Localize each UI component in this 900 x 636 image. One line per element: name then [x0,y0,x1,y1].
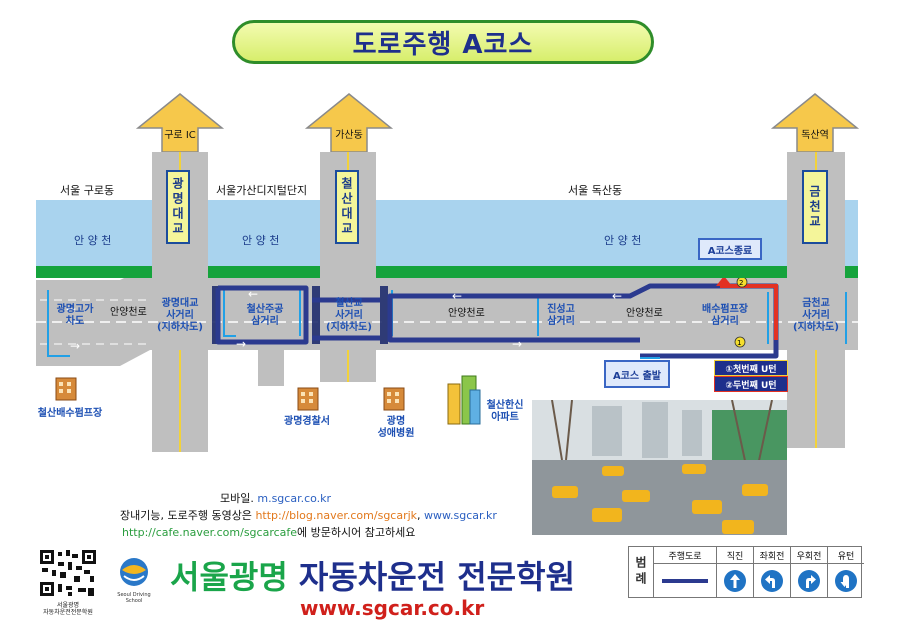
page-title: 도로주행 A코스 [352,29,534,60]
gasan-label: 가산동 [335,130,363,141]
school-url-link[interactable]: www.sgcar.co.kr [300,596,485,620]
left-turn-icon [754,564,791,597]
course-start-label: A코스 출발 [604,360,670,388]
driving-course-photo [532,400,787,535]
apartment-icon [447,375,481,425]
police-station-label: 광명경찰서 [284,416,330,427]
blog-url-link[interactable]: http://blog.naver.com/sgcarjk [255,509,418,522]
bridge-label-geumcheon: 금천교 [802,170,828,244]
guro-ic-label: 구로 IC [164,130,196,141]
route-line-icon [654,564,717,597]
svg-text:→: → [512,337,522,351]
area-gasan-digital: 서울가산디지털단지 [216,184,308,197]
road-label-1: 안양천로 [110,307,147,318]
legend-header-left: 좌회전 [754,547,791,563]
pump-station-label: 철산배수펌프장 [37,408,103,419]
cheolsan-intersection-label: 철산교 사거리 (지하차도) [326,298,372,333]
u-turn-icon [828,564,864,597]
baesu-3way-label: 배수펌프장 삼거리 [702,304,748,327]
overpass-label: 광명고가 차도 [56,304,94,327]
first-uturn-label: ①첫번째 U턴 [714,360,788,376]
svg-text:→: → [70,339,80,353]
page-title-box: 도로주행 A코스 [232,20,654,64]
building-icon [383,387,405,411]
route-line [215,283,779,359]
road-label-3: 안양천로 [626,308,663,319]
area-guro: 서울 구로동 [60,184,115,197]
bridge-label-gwangmyeong: 광명대교 [166,170,190,244]
cafe-suffix: 에 방문하시어 참고하세요 [297,526,416,539]
hospital-label: 광명 성애병원 [377,416,415,439]
svg-text:←: ← [248,287,258,301]
road-label-2: 안양천로 [448,308,485,319]
svg-text:1: 1 [737,339,741,347]
legend-header-straight: 직진 [717,547,754,563]
second-uturn-label: ②두번째 U턴 [714,376,788,392]
legend-table: 범례 주행도로 직진 좌회전 우회전 유턴 [628,546,864,598]
mobile-line: 모바일. m.sgcar.co.kr [220,490,331,506]
building-icon [55,377,77,401]
mobile-label: 모바일. [220,492,254,505]
legend-title: 범례 [629,547,654,597]
jinseong-3way-label: 진성고 삼거리 [547,304,575,327]
site-url-link[interactable]: www.sgcar.kr [424,509,497,522]
stream-label-3: 안 양 천 [604,234,642,247]
qr-caption: 서울광명 자동차운전전문학원 [43,602,93,616]
school-logo-icon [120,558,148,586]
doksan-label: 독산역 [801,130,829,141]
svg-text:2: 2 [739,279,743,287]
logo-caption: Seoul Driving School [117,592,151,604]
svg-text:←: ← [66,302,76,316]
stream-label-1: 안 양 천 [74,234,112,247]
svg-text:←: ← [452,289,462,303]
svg-text:→: → [236,337,246,351]
gwangmyeong-intersection-label: 광명대교 사거리 (지하차도) [157,298,203,333]
cheolsan-3way-label: 철산주공 삼거리 [246,304,284,327]
building-icon [297,387,319,411]
qr-code[interactable]: 서울광명 자동차운전전문학원 [38,548,98,616]
school-name-part1: 서울광명 [170,558,288,596]
arrow-up-icon [770,93,860,153]
url-separator: , [417,509,421,522]
guide-prefix: 장내기능, 도로주행 동영상은 [120,509,252,522]
legend-header-right: 우회전 [791,547,828,563]
right-turn-icon [791,564,828,597]
legend-header-route: 주행도로 [654,547,717,563]
svg-text:←: ← [612,289,622,303]
arrow-up-icon [135,93,225,153]
cafe-url-link[interactable]: http://cafe.naver.com/sgcarcafe [122,526,298,539]
legend-header-uturn: 유턴 [837,551,855,562]
bridge-label-cheolsan: 철산대교 [335,170,359,244]
stream-bank [36,266,858,278]
school-name: 서울광명 자동차운전 전문학원 [170,552,575,598]
cafe-line: http://cafe.naver.com/sgcarcafe에 방문하시어 참… [122,524,415,540]
geumcheon-intersection-label: 금천교 사거리 (지하차도) [793,298,839,333]
area-doksan: 서울 독산동 [568,184,623,197]
guide-line: 장내기능, 도로주행 동영상은 http://blog.naver.com/sg… [120,507,497,523]
course-end-label: A코스종료 [698,238,762,260]
stream-label-2: 안 양 천 [242,234,280,247]
school-name-part2: 자동차운전 전문학원 [298,558,576,596]
straight-arrow-icon [717,564,754,597]
arrow-up-icon [304,93,394,153]
mobile-url-link[interactable]: m.sgcar.co.kr [257,492,332,505]
apartment-label: 철산한신 아파트 [486,400,524,423]
